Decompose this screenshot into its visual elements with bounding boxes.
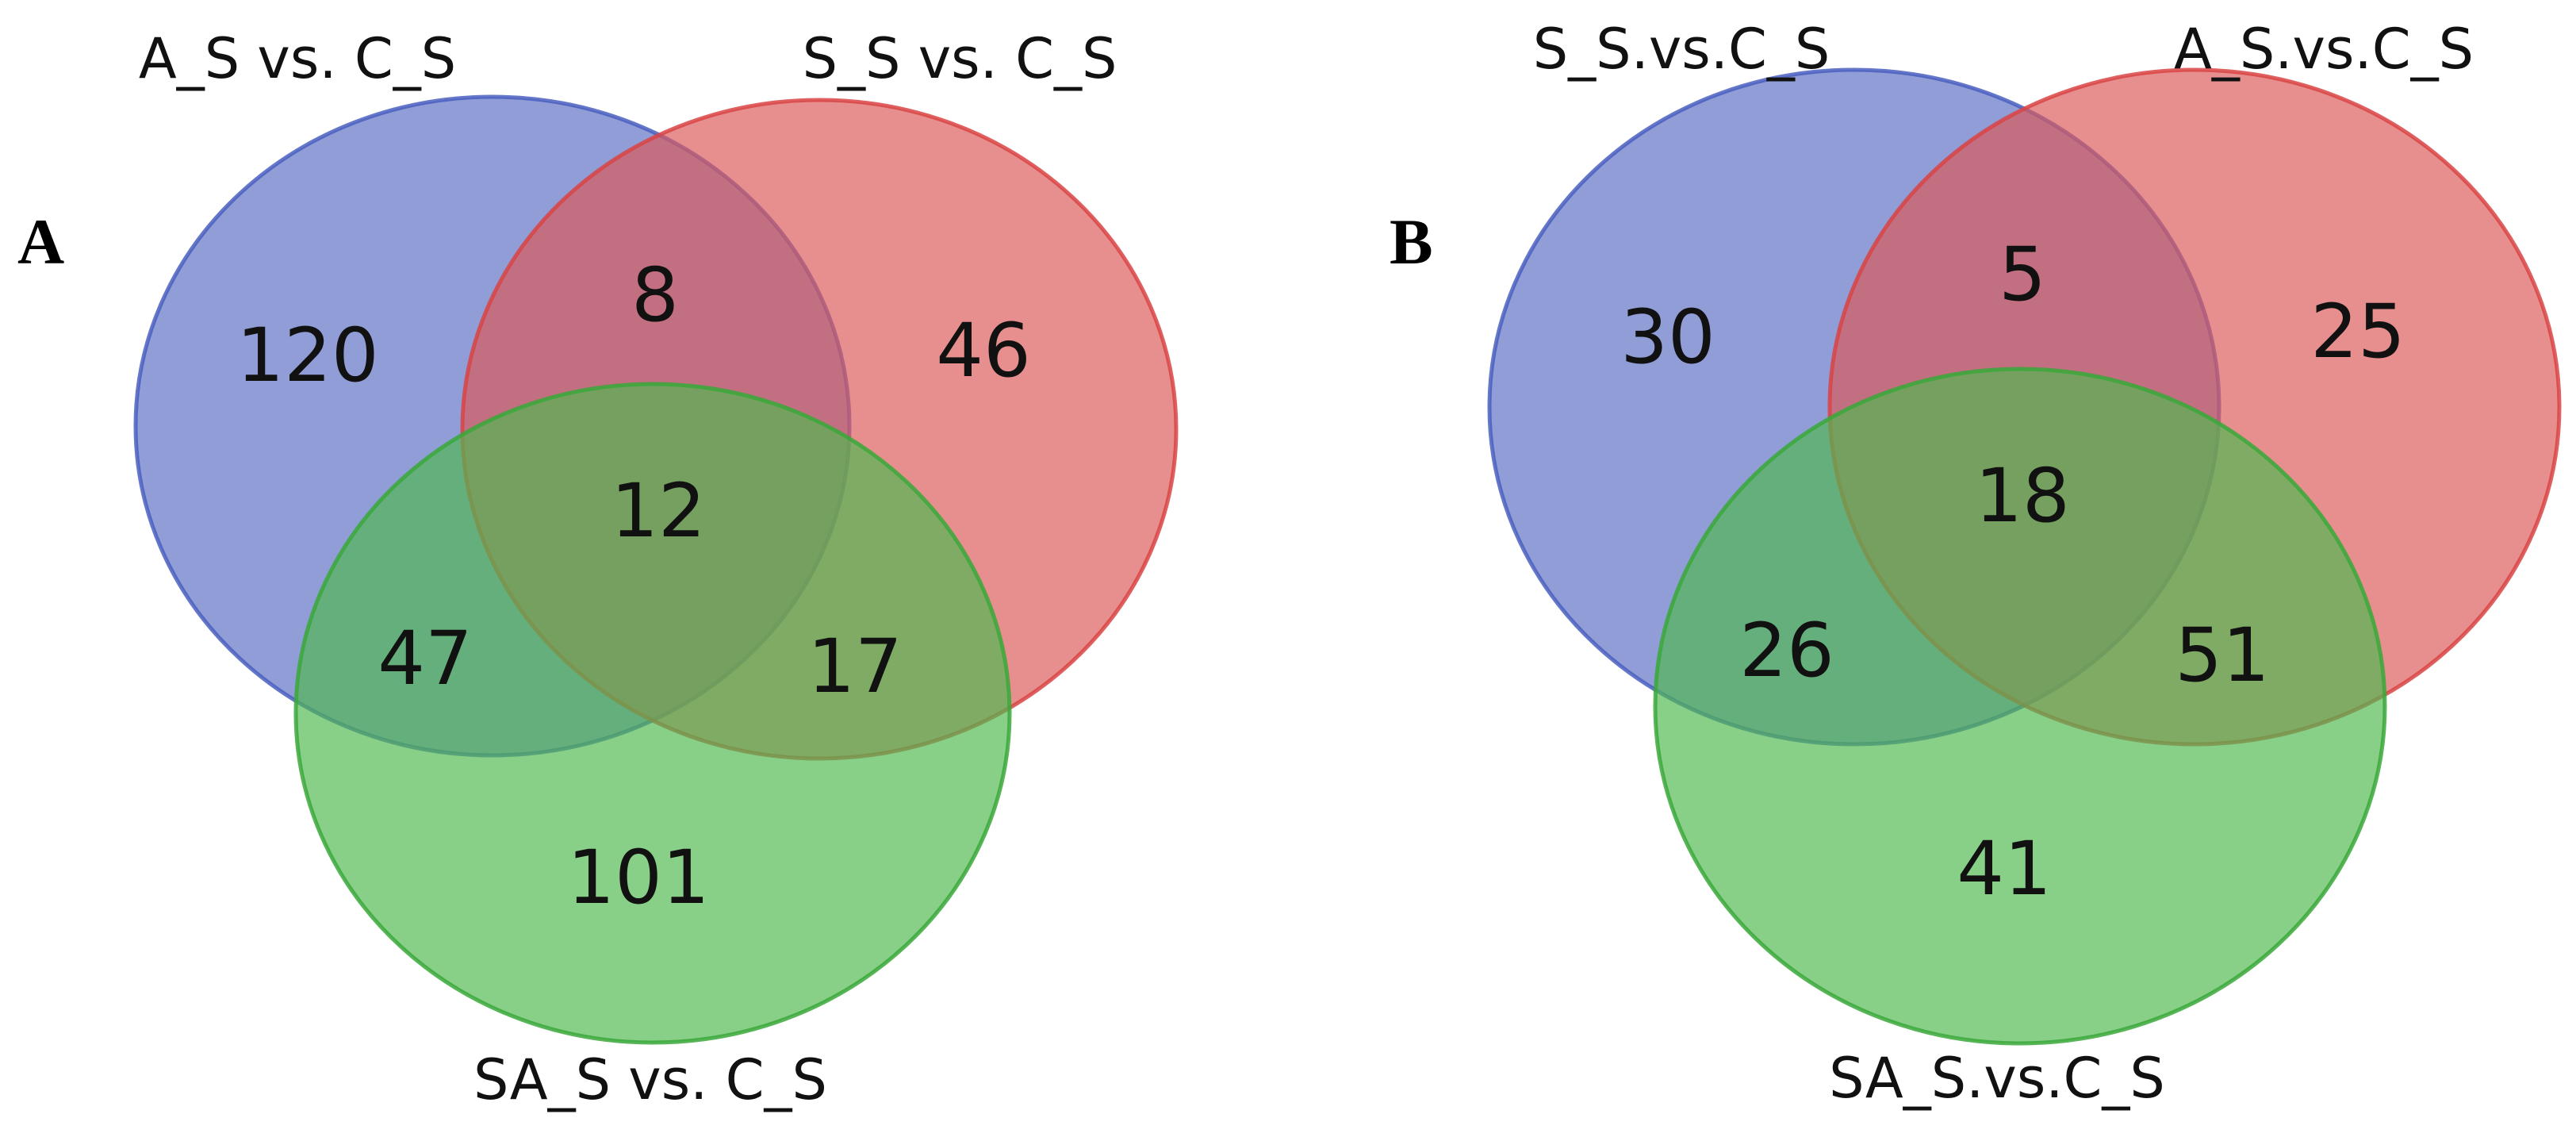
region-count-b-r23: 51: [2175, 613, 2270, 699]
set-label-b-2: A_S.vs.C_S: [2174, 17, 2474, 82]
region-count-b-only-1: 30: [1620, 294, 1715, 381]
set-circle-a-3: [293, 382, 1012, 1045]
region-count-b-only-2: 25: [2310, 289, 2405, 375]
set-label-a-2: S_S vs. C_S: [803, 26, 1117, 91]
set-circle-b-3: [1653, 367, 2387, 1046]
panel-letter-b: B: [1390, 206, 1433, 278]
set-label-b-1: S_S.vs.C_S: [1533, 17, 1830, 82]
region-count-a-only-1: 120: [236, 313, 378, 399]
panel-letter-a: A: [17, 206, 64, 278]
venn-panel-a: A A_S vs. C_S S_S vs. C_S SA_S vs. C_S 1…: [17, 26, 1179, 1112]
region-count-b-only-3: 41: [1957, 826, 2052, 912]
region-count-a-r13: 47: [378, 616, 473, 702]
venn-panel-b: B S_S.vs.C_S A_S.vs.C_S SA_S.vs.C_S 30 5…: [1390, 17, 2562, 1111]
region-count-a-only-2: 46: [936, 308, 1031, 394]
set-label-a-3: SA_S vs. C_S: [473, 1047, 827, 1112]
region-count-a-r23: 17: [807, 624, 903, 710]
region-count-a-only-3: 101: [567, 835, 709, 921]
set-label-a-1: A_S vs. C_S: [139, 26, 456, 91]
region-count-a-r12: 8: [631, 252, 679, 339]
region-count-a-r123: 12: [611, 468, 706, 555]
region-count-b-r12: 5: [1999, 232, 2046, 318]
region-count-b-r13: 26: [1739, 608, 1834, 694]
set-label-b-3: SA_S.vs.C_S: [1829, 1046, 2165, 1111]
region-count-b-r123: 18: [1975, 453, 2070, 540]
